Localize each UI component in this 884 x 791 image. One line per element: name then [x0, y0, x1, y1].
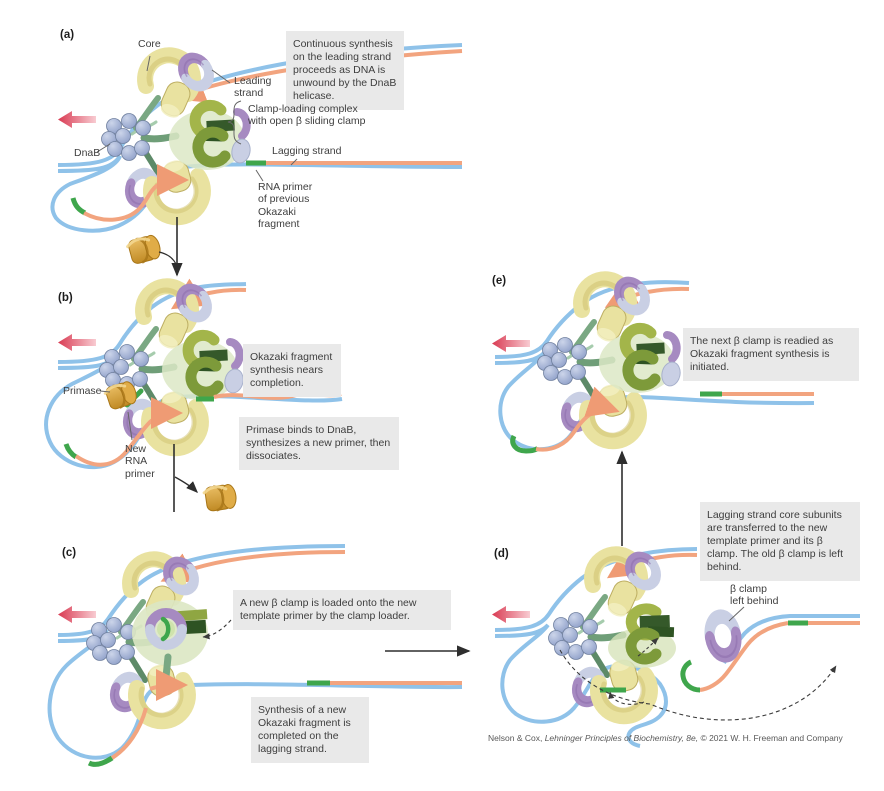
label-beta-clamp-left-behind: β clamp left behind: [730, 583, 779, 608]
panel-letter-c: (c): [62, 547, 77, 559]
panel-letter-b: (b): [58, 292, 73, 304]
leader-lines-b: [99, 390, 133, 441]
callout-d: Lagging strand core subunits are transfe…: [700, 502, 860, 582]
panel-letter-d: (d): [494, 548, 509, 560]
panel-b-art: [44, 284, 343, 470]
panel-letter-e: (e): [492, 275, 507, 287]
credit-suffix: © 2021 W. H. Freeman and Company: [698, 733, 843, 743]
label-clamp-loading-complex: Clamp-loading complex with open β slidin…: [248, 103, 366, 128]
credit-prefix: Nelson & Cox,: [488, 733, 545, 743]
leader-line-d: [728, 606, 745, 622]
callout-e: The next β clamp is readied as Okazaki f…: [683, 328, 859, 382]
callout-b1: Okazaki fragment synthesis nears complet…: [243, 344, 341, 398]
label-rna-primer: RNA primer of previous Okazaki fragment: [258, 181, 313, 231]
brace: [227, 100, 242, 145]
panel-e-art: [492, 277, 815, 454]
label-primase-b: Primase: [63, 385, 102, 397]
label-core: Core: [138, 38, 161, 50]
label-leading-strand: Leading strand: [234, 75, 272, 100]
leader-lines-a: [96, 55, 298, 182]
callout-c2: Synthesis of a new Okazaki fragment is c…: [251, 697, 369, 764]
step-b-to-c: [173, 444, 239, 514]
callout-c1: A new β clamp is loaded onto the new tem…: [233, 590, 451, 631]
panel-c-art: [47, 544, 463, 767]
credit-title: Lehninger Principles of Biochemistry, 8e…: [544, 733, 699, 743]
callout-b2: Primase binds to DnaB, synthesizes a new…: [239, 417, 399, 471]
label-new-rna-primer: New RNA primer: [125, 443, 155, 480]
credit-line: Nelson & Cox, Lehninger Principles of Bi…: [488, 733, 843, 743]
label-lagging-strand: Lagging strand: [272, 145, 342, 157]
panel-d-art: [492, 549, 860, 748]
old-beta-clamp: [707, 615, 740, 660]
step-a-to-b: [124, 217, 183, 277]
label-dnab: DnaB: [74, 147, 101, 159]
panel-letter-a: (a): [60, 29, 75, 41]
callout-a: Continuous synthesis on the leading stra…: [286, 31, 404, 111]
